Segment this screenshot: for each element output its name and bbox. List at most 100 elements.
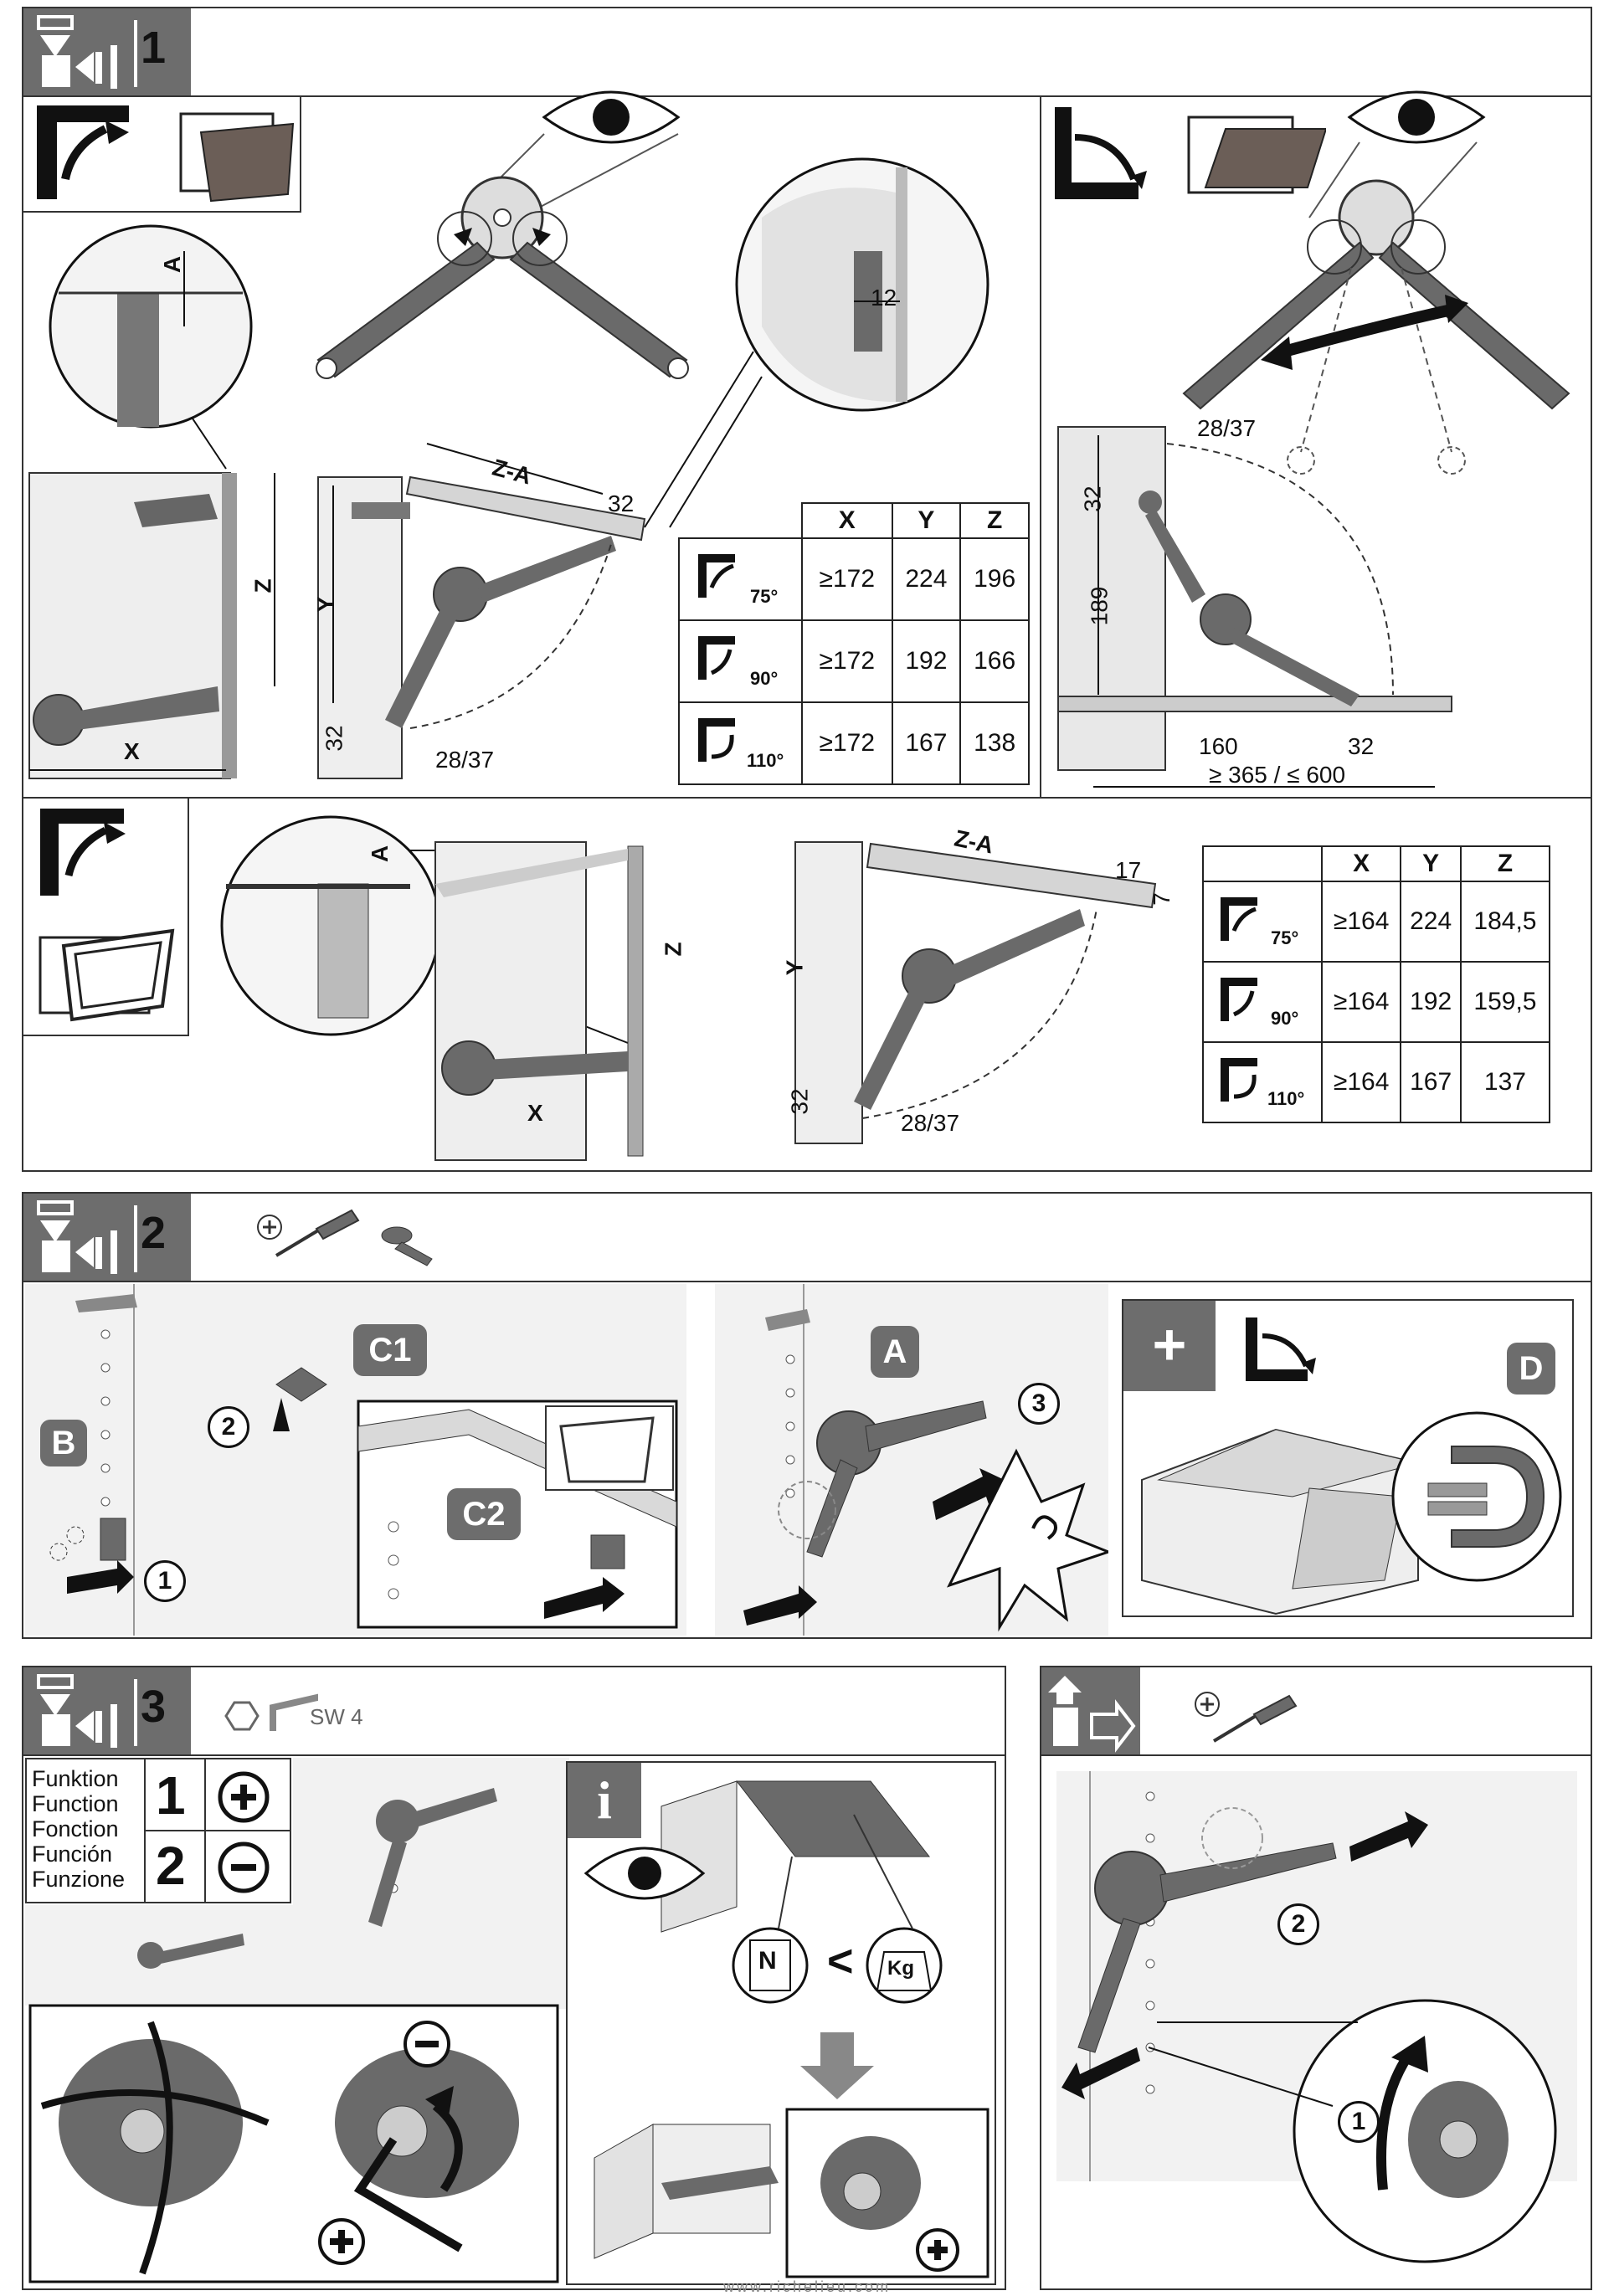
lift-arm [1077, 1807, 1337, 2053]
liftup-frame-door-diagram [220, 815, 1157, 1161]
plus-icon [218, 1771, 270, 1823]
table-top-header-x: X [801, 502, 893, 539]
removal-diagram [1056, 1771, 1577, 2263]
cabinet-side-view-centre [317, 475, 646, 779]
table-mid-cell: 192 [1400, 961, 1462, 1043]
dim-32-b-top: 32 [321, 725, 347, 752]
phillips-screwdriver-icon [257, 1209, 360, 1257]
table-mid-cell: 137 [1459, 1041, 1551, 1123]
detail-circle-frame [220, 815, 441, 1036]
function-word-fr: Fonction [32, 1816, 119, 1841]
table-mid-cell: 159,5 [1459, 961, 1551, 1043]
table-mid-header-y: Y [1400, 845, 1462, 882]
tag-c1: C1 [353, 1324, 427, 1376]
stay-flap-icon-box [1041, 95, 1328, 213]
table-mid-angle-90-label: 90° [1271, 1008, 1299, 1029]
circled-2-removal: 2 [1277, 1903, 1319, 1945]
circled-3-a: 3 [1018, 1383, 1060, 1425]
hex-key-size: SW 4 [310, 1704, 363, 1729]
flap-angle-symbol-icon [1246, 1318, 1316, 1381]
table-top-angle-75-label: 75° [750, 586, 779, 607]
step1-header-bar [22, 7, 1592, 97]
table-top-cell: 167 [891, 701, 962, 785]
table-mid-cell: 224 [1400, 881, 1462, 963]
dim-x-top: X [124, 738, 140, 764]
dim-range-flap: ≥ 365 / ≤ 600 [1209, 762, 1346, 788]
dim-7-mid: 7 [1148, 892, 1175, 906]
function-word-de: Funktion [32, 1766, 119, 1791]
dim-28-37-flap: 28/37 [1197, 415, 1257, 441]
tag-b: B [40, 1420, 87, 1466]
step1-install-icon [23, 8, 191, 95]
cabinet-with-flap-icon [1187, 116, 1328, 194]
plus-box: + [1123, 1301, 1216, 1391]
ear-icon [1031, 1515, 1057, 1540]
table-top-cell: 224 [891, 537, 962, 621]
info-badge: i [568, 1763, 641, 1838]
table-mid-angle-75: 75° [1202, 881, 1323, 963]
table-top-angle-90: 90° [678, 619, 803, 703]
table-top-angle-110: 110° [678, 701, 803, 785]
detail-circle-a [49, 224, 253, 429]
step2-number: 2 [141, 1208, 167, 1258]
tag-d: D [1507, 1343, 1555, 1395]
spring-force-letter: N [758, 1947, 777, 1975]
less-than-sign: < [827, 1936, 854, 1986]
dim-32-mid: 32 [786, 1088, 813, 1115]
function-word-en: Function [32, 1791, 119, 1816]
remove-arrow-icon [1048, 1676, 1136, 1753]
step2-install-icon [23, 1194, 191, 1281]
dim-z-mid: Z [660, 942, 686, 957]
lift-arm-mechanism [316, 176, 689, 379]
angle-110-icon [698, 718, 735, 762]
dim-y-top: Y [312, 596, 339, 613]
spring-force-icon [732, 1927, 809, 2004]
flap-angle-symbol-icon [1055, 107, 1147, 199]
cabinet-side-view-left [28, 472, 237, 779]
magnet-icon [1451, 1446, 1545, 1548]
table-mid-cell: 184,5 [1459, 881, 1551, 963]
table-top-header-y: Y [891, 502, 962, 539]
step1-number: 1 [141, 23, 167, 73]
liftup-door-icon-box [22, 95, 301, 213]
table-top-cell: ≥172 [801, 619, 893, 703]
function-number-2: 2 [156, 1836, 186, 1896]
dim-160-flap: 160 [1199, 733, 1238, 759]
step2-tools [257, 1209, 433, 1266]
dim-28-37-mid: 28/37 [901, 1110, 960, 1136]
step3-install-icon [23, 1667, 191, 1754]
table-mid-cell: 167 [1400, 1041, 1462, 1123]
dim-12-top: 12 [871, 285, 897, 311]
cabinet-frame-side-view-2 [794, 841, 1157, 1144]
dim-a-top: A [159, 255, 186, 274]
dim-32-a-top: 32 [608, 491, 635, 516]
dim-32-flap-horiz: 32 [1348, 733, 1375, 759]
detail-circle-12 [735, 157, 989, 412]
angle-90-icon [698, 636, 735, 680]
eye-icon [583, 1847, 706, 1900]
dim-a-mid: A [367, 845, 393, 863]
dim-32-flap-vert: 32 [1079, 485, 1106, 512]
info-diagram [583, 1780, 989, 2278]
function-legend-divider-h [144, 1830, 291, 1831]
table-top-cell: 166 [959, 619, 1030, 703]
table-mid-cell: ≥164 [1320, 961, 1402, 1043]
weight-kg-label: Kg [887, 1957, 914, 1980]
insert-arrow-icon [37, 15, 137, 89]
circled-1-b: 1 [144, 1560, 186, 1602]
removal-icon [1041, 1667, 1140, 1754]
release-detail-circle [1293, 1999, 1557, 2263]
table-top-angle-110-label: 110° [747, 750, 784, 771]
table-top-cell: 196 [959, 537, 1030, 621]
eye-icon [1347, 90, 1486, 144]
circled-2-c1: 2 [208, 1406, 249, 1448]
adjustment-screw-left [40, 2021, 270, 2275]
hex-key [353, 2137, 463, 2252]
step1-vertical-divider [1040, 95, 1041, 797]
table-mid-cell: ≥164 [1320, 881, 1402, 963]
table-mid-corner [1202, 845, 1323, 882]
dimension-table-mid: X Y Z 75° ≥164 224 184,5 90° ≥164 192 15… [1202, 845, 1551, 1123]
table-top-header-z: Z [959, 502, 1030, 539]
table-mid-header-x: X [1320, 845, 1402, 882]
insert-arrow-icon [37, 1674, 137, 1748]
